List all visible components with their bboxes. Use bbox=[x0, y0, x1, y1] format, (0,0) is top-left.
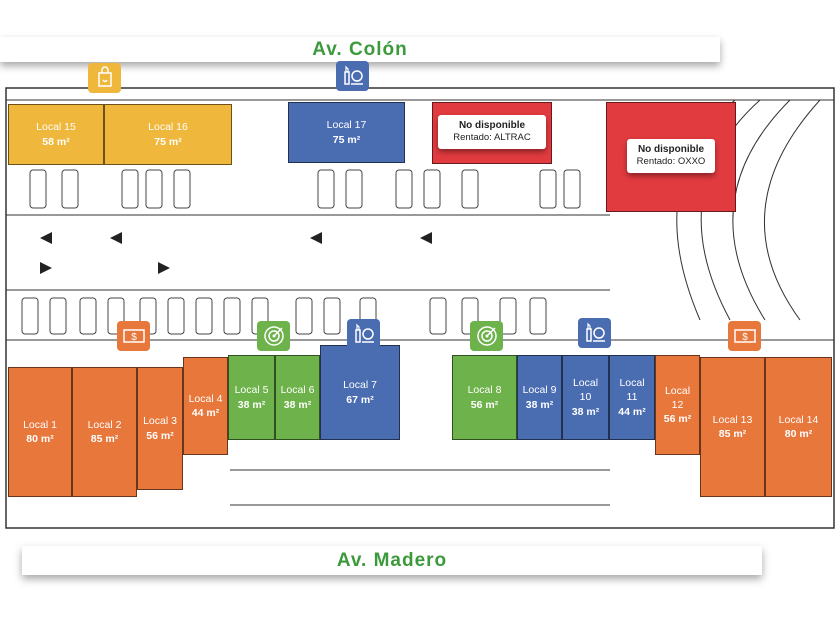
unit-area: 38 m² bbox=[525, 398, 554, 411]
unit-area: 75 m² bbox=[154, 135, 182, 148]
unit-name: Local 16 bbox=[148, 121, 188, 134]
svg-text:$: $ bbox=[131, 332, 137, 343]
parking-stall bbox=[195, 297, 213, 335]
unit-area: 44 m² bbox=[618, 405, 646, 418]
parking-stall bbox=[29, 169, 47, 209]
unit-name: Local 11 bbox=[619, 377, 645, 404]
parking-stall bbox=[49, 297, 67, 335]
unit-name: Local 7 bbox=[343, 379, 377, 392]
unit-name: Local 17 bbox=[326, 119, 367, 132]
parking-stall bbox=[167, 297, 185, 335]
unit-name: Local 3 bbox=[143, 415, 177, 428]
target-icon bbox=[470, 321, 503, 351]
unavailable-label: No disponible Rentado: ALTRAC bbox=[438, 115, 546, 149]
money-icon: $ bbox=[117, 321, 150, 351]
beauty-icon bbox=[347, 319, 380, 349]
unit-area: 85 m² bbox=[718, 428, 747, 440]
street-label-north: Av. Colón bbox=[0, 37, 720, 62]
unit-name: Local 15 bbox=[36, 121, 76, 134]
unit-local-14[interactable]: Local 14 80 m² bbox=[765, 357, 832, 497]
unit-area: 80 m² bbox=[784, 428, 813, 440]
unavailable-title: No disponible bbox=[458, 119, 526, 131]
unit-name: Local 9 bbox=[522, 384, 557, 397]
unit-area: 67 m² bbox=[346, 393, 374, 406]
unit-name: Local 14 bbox=[778, 413, 819, 426]
parking-stall bbox=[295, 297, 313, 335]
parking-stall bbox=[429, 297, 447, 335]
beauty-icon bbox=[578, 318, 611, 348]
parking-stall bbox=[395, 169, 413, 209]
beauty-icon bbox=[336, 61, 369, 91]
unit-area: 44 m² bbox=[191, 407, 220, 419]
unit-area: 56 m² bbox=[470, 398, 499, 411]
unit-unavailable-altrac[interactable]: No disponible Rentado: ALTRAC bbox=[432, 102, 552, 164]
parking-stall bbox=[21, 297, 39, 335]
unit-area: 75 m² bbox=[332, 133, 361, 146]
unit-area: 80 m² bbox=[26, 433, 54, 445]
unit-name: Local 12 bbox=[664, 384, 691, 411]
unit-name: Local 1 bbox=[23, 418, 57, 431]
parking-stall bbox=[61, 169, 79, 209]
parking-stall bbox=[499, 297, 517, 335]
parking-stall bbox=[461, 169, 479, 209]
unavailable-title: No disponible bbox=[637, 143, 705, 155]
unit-name: Local 6 bbox=[280, 384, 315, 397]
unit-local-13[interactable]: Local 13 85 m² bbox=[700, 357, 765, 497]
parking-stall bbox=[223, 297, 241, 335]
unit-area: 56 m² bbox=[146, 429, 174, 442]
unit-local-12[interactable]: Local 12 56 m² bbox=[655, 355, 700, 455]
unit-local-1[interactable]: Local 1 80 m² bbox=[8, 367, 72, 497]
parking-stall bbox=[79, 297, 97, 335]
svg-text:$: $ bbox=[742, 332, 748, 343]
tenant-name: Rentado: OXXO bbox=[636, 156, 706, 168]
parking-stall bbox=[121, 169, 139, 209]
unit-area: 56 m² bbox=[663, 413, 692, 426]
street-label-south: Av. Madero bbox=[22, 546, 762, 575]
unavailable-label: No disponible Rentado: OXXO bbox=[627, 139, 715, 173]
parking-stall bbox=[323, 297, 341, 335]
unit-name: Local 4 bbox=[188, 392, 223, 405]
parking-stall bbox=[317, 169, 335, 209]
parking-stall bbox=[345, 169, 363, 209]
unit-name: Local 5 bbox=[234, 384, 269, 397]
parking-stall bbox=[173, 169, 191, 209]
parking-stall bbox=[539, 169, 557, 209]
unit-area: 38 m² bbox=[237, 398, 266, 411]
target-icon bbox=[257, 321, 290, 351]
unit-name: Local 8 bbox=[467, 384, 502, 397]
unit-local-4[interactable]: Local 4 44 m² bbox=[183, 357, 228, 455]
unit-area: 85 m² bbox=[90, 433, 119, 445]
parking-stall bbox=[423, 169, 441, 209]
unit-unavailable-oxxo[interactable]: No disponible Rentado: OXXO bbox=[606, 102, 736, 212]
unit-local-2[interactable]: Local 2 85 m² bbox=[72, 367, 137, 497]
unit-area: 58 m² bbox=[42, 135, 70, 148]
shopping-bag-icon bbox=[88, 63, 121, 93]
unit-area: 38 m² bbox=[283, 398, 312, 411]
unit-area: 38 m² bbox=[571, 405, 600, 418]
money-icon: $ bbox=[728, 321, 761, 351]
unit-name: Local 10 bbox=[572, 377, 599, 404]
unit-name: Local 13 bbox=[712, 413, 753, 426]
parking-stall bbox=[529, 297, 547, 335]
tenant-name: Rentado: ALTRAC bbox=[453, 132, 531, 144]
unit-name: Local 2 bbox=[87, 418, 122, 431]
parking-stall bbox=[145, 169, 163, 209]
parking-stall bbox=[563, 169, 581, 209]
